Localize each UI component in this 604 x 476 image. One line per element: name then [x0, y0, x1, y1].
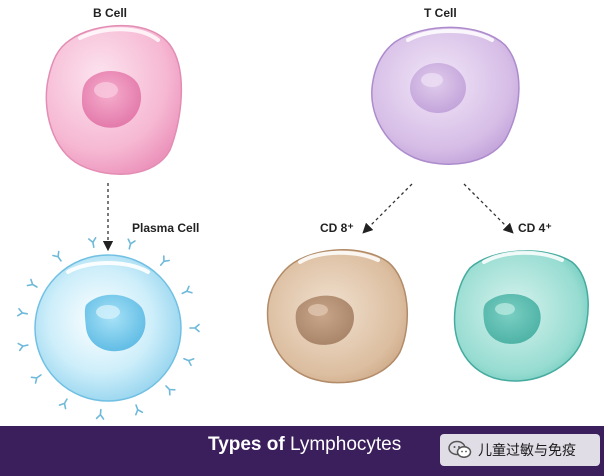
watermark-text: 儿童过敏与免疫 [478, 443, 576, 459]
b-cell-label: B Cell [93, 6, 128, 20]
wechat-icon [448, 440, 472, 458]
t-cell-nucleus [410, 63, 466, 113]
footer-title-bold: Types of [208, 434, 285, 455]
t-to-cd8-arrow [362, 183, 413, 234]
antibody-icon [17, 342, 29, 352]
cd8-label: CD 8⁺ [320, 221, 354, 235]
antibody-icon [165, 385, 176, 396]
cd4-nucleus [483, 293, 541, 344]
antibody-icon [87, 236, 97, 249]
antibodies [16, 236, 200, 420]
footer-title: Types of Lymphocytes [208, 434, 401, 456]
cd8-cell [266, 249, 408, 384]
b-cell [45, 24, 183, 175]
cd4-cell [453, 250, 589, 382]
t-to-cd4-arrow [463, 183, 514, 234]
antibody-icon [26, 278, 38, 288]
plasma-cell-label: Plasma Cell [132, 221, 200, 235]
antibody-icon [181, 285, 193, 295]
t-cell-label: T Cell [424, 6, 457, 20]
antibody-icon [159, 255, 170, 266]
watermark: 儿童过敏与免疫 [448, 438, 576, 462]
plasma-cell-nucleus [84, 294, 146, 352]
antibody-icon [30, 374, 42, 384]
t-cell [371, 26, 520, 165]
antibody-icon [135, 404, 144, 416]
antibody-icon [52, 250, 62, 262]
cd4-label: CD 4⁺ [518, 221, 552, 235]
antibody-icon [189, 323, 200, 333]
plasma-cell [34, 254, 182, 402]
antibody-icon [95, 408, 105, 420]
antibody-icon [16, 307, 29, 317]
antibody-icon [183, 357, 195, 367]
antibody-icon [58, 398, 68, 410]
footer-title-rest: Lymphocytes [284, 434, 402, 455]
antibody-icon [127, 238, 136, 250]
